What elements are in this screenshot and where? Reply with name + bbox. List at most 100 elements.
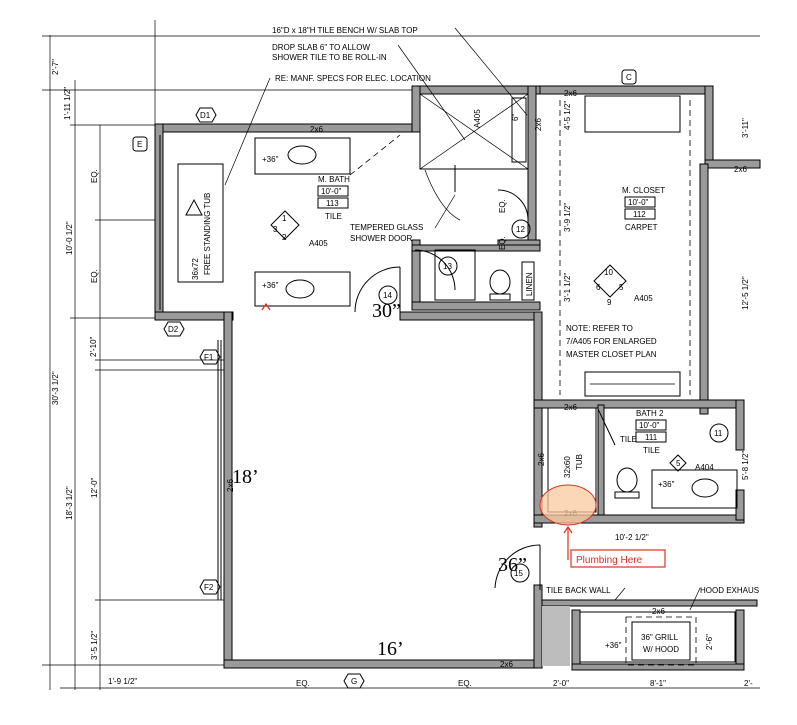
grill-label-2: W/ HOOD: [643, 645, 679, 654]
vanity-bottom: [254, 271, 351, 307]
wall-label: 2x6: [652, 607, 665, 616]
ref-a405-c: A405: [473, 109, 482, 128]
dimension-text: 2'-7" 1'-11 1/2" 10'-0 1/2" EQ. EQ. 30'-…: [51, 59, 753, 688]
note-drop-slab-1: DROP SLAB 6" TO ALLOW: [272, 43, 370, 52]
tub-label: FREE STANDING TUB: [203, 193, 212, 275]
key-6: 6: [596, 283, 601, 292]
wall-label: 2x6: [534, 118, 543, 131]
tag-f2-label: F2: [204, 583, 214, 592]
room-mbath-name: M. BATH: [318, 175, 350, 184]
key-9: 9: [607, 298, 612, 307]
dim-3-5h: 3'-5 1/2": [90, 631, 99, 660]
room-mbath-num: 113: [326, 199, 339, 208]
vanity-bath2: [651, 469, 738, 509]
annot-wall-16: 16’: [377, 638, 404, 660]
tags: D1 D2 F1 F2 G E C 12 13 14 11 15: [132, 69, 729, 689]
sink-bottom: [285, 279, 315, 299]
key-3: 3: [273, 225, 278, 234]
note-drop-slab-2: SHOWER TILE TO BE ROLL-IN: [272, 53, 387, 62]
dim-10-2h: 10'-2 1/2": [615, 533, 649, 542]
ref-a405-a: A405: [309, 239, 328, 248]
tag-12-label: 12: [516, 225, 525, 234]
grill-label-1: 36" GRILL: [641, 633, 679, 642]
room-mcloset-dim: 10'-0": [628, 198, 649, 207]
fixture-labels: +36" +36" +36" +36" 36x72 FREE STANDING …: [191, 155, 679, 654]
dim-2: 2'-: [744, 679, 753, 688]
counter-top: +36": [262, 155, 279, 164]
room-labels: M. BATH 10'-0" 113 TILE M. CLOSET 10'-0"…: [317, 175, 667, 455]
note-glass-2: SHOWER DOOR: [350, 234, 412, 243]
room-mcloset-finish: CARPET: [625, 223, 658, 232]
dim-eq-1: EQ.: [90, 169, 99, 183]
sink-top: [287, 145, 317, 165]
wall-label: 2x6: [564, 89, 577, 98]
wall-label: 2x6: [734, 165, 747, 174]
tag-d1: [195, 107, 217, 123]
tag-f1-label: F1: [204, 353, 214, 362]
walls: [154, 85, 761, 671]
tub-size: 36x72: [191, 258, 200, 280]
key-1: 1: [282, 214, 287, 223]
shower: [419, 93, 529, 170]
dimension-lines-left: [42, 20, 760, 690]
linen-label: LINEN: [525, 272, 534, 296]
eq-label: EQ.: [498, 199, 507, 213]
dim-8-1: 8'-1": [650, 679, 666, 688]
annot-door-30: 30”: [372, 300, 401, 322]
room-mcloset-name: M. CLOSET: [622, 186, 665, 195]
room-mbath-finish: TILE: [325, 212, 342, 221]
note-glass-1: TEMPERED GLASS: [350, 223, 423, 232]
dim-1-11h: 1'-11 1/2": [63, 87, 72, 120]
note-bench: 16"D x 18"H TILE BENCH W/ SLAB TOP: [272, 26, 418, 35]
tub2-label: TUB: [575, 454, 584, 470]
section-markers: 1 2 3 A405 10 6 5 9 A405 5 A404 A405: [270, 109, 714, 472]
dim-30-3h: 30'-3 1/2": [51, 371, 60, 405]
tag-13-label: 13: [443, 262, 452, 271]
note-closet-3: MASTER CLOSET PLAN: [566, 350, 657, 359]
grill-area: [494, 544, 736, 666]
dim-2-6: 2'-6": [705, 634, 714, 650]
room-bath2-finish: TILE: [643, 446, 660, 455]
room-mcloset-num: 112: [633, 210, 646, 219]
window-lines: [159, 135, 222, 600]
tag-d2-label: D2: [168, 325, 179, 334]
tag-g-label: G: [351, 677, 357, 686]
annot-wall-18: 18’: [232, 466, 259, 488]
counter-grill: +36": [605, 641, 622, 650]
bath-2: [547, 407, 738, 513]
ref-a405-b: A405: [634, 294, 653, 303]
note-elec: RE: MANF. SPECS FOR ELEC. LOCATION: [275, 74, 431, 83]
annot-door-36: 36”: [498, 554, 527, 576]
tag-c-label: C: [626, 73, 632, 82]
master-closet: [559, 95, 691, 397]
wall-labels: 2x6 2x6 2x6 2x6 2x6 2x6 2x6 2x6 2x6 2x6 …: [226, 89, 747, 669]
tile-label: TILE: [620, 435, 637, 444]
dim-eq-4: EQ.: [458, 679, 472, 688]
room-bath2-dim: 10'-0": [639, 421, 660, 430]
dim-3-9h: 3'-9 1/2": [563, 203, 572, 232]
room-mbath-dim: 10'-0": [321, 187, 342, 196]
dim-2-7: 2'-7": [51, 59, 60, 75]
wall-label: 2x6: [537, 453, 546, 466]
tag-11-label: 11: [714, 429, 723, 438]
free-standing-tub: [177, 163, 224, 283]
room-bath2-name: BATH 2: [636, 409, 664, 418]
note-closet-1: NOTE: REFER TO: [566, 324, 633, 333]
wall-label: 2x6: [226, 479, 235, 492]
plumbing-cloud: [539, 484, 597, 526]
dim-12-0: 12'-0": [90, 477, 99, 498]
tag-d1-label: D1: [200, 111, 211, 120]
dim-eq-3: EQ.: [296, 679, 310, 688]
ref-a404: A404: [695, 463, 714, 472]
dim-2-10: 2'-10": [89, 336, 98, 357]
counter-bottom: +36": [262, 281, 279, 290]
tub2-size: 32x60: [563, 456, 572, 478]
room-bath2-num: 111: [645, 433, 658, 442]
plumbing-label: Plumbing Here: [576, 555, 643, 566]
master-bath: [177, 93, 535, 313]
note-tile-back: TILE BACK WALL: [546, 586, 611, 595]
dim-eq-2: EQ.: [90, 269, 99, 283]
wall-label: 2x6: [500, 660, 513, 669]
dim-18-3h: 18'-3 1/2": [65, 486, 74, 520]
